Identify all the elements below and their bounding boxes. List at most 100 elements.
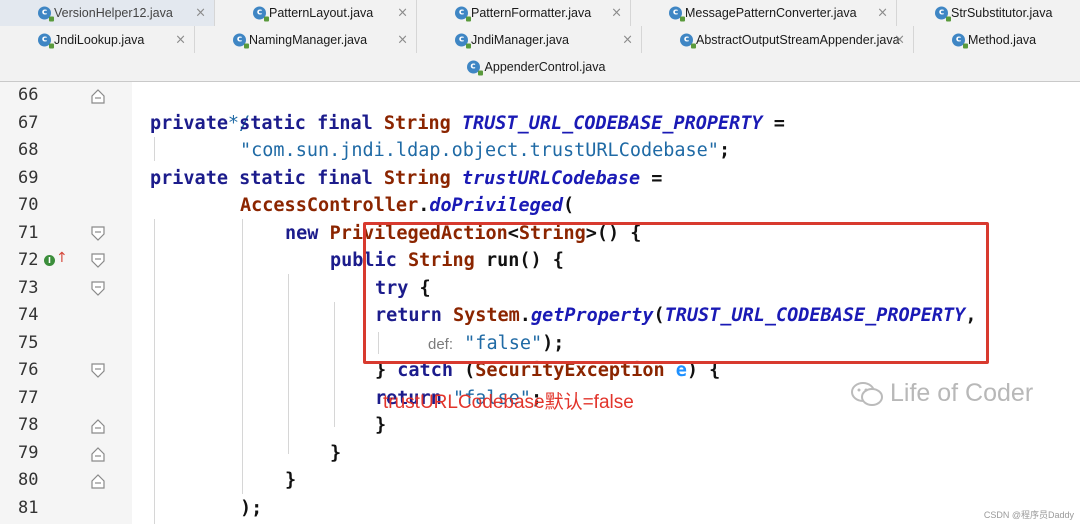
fold-collapse-icon[interactable] — [91, 363, 105, 379]
indent-guide — [154, 219, 155, 524]
gutter-line: 70 — [0, 192, 132, 220]
close-icon[interactable]: × — [397, 5, 408, 21]
tab-versionhelper12[interactable]: c VersionHelper12.java × — [0, 0, 215, 26]
tab-patternlayout[interactable]: c PatternLayout.java × — [215, 0, 417, 26]
punctuation: ); — [542, 332, 565, 354]
tab-appendercontrol[interactable]: c AppenderControl.java — [466, 53, 614, 81]
indent-guide — [242, 219, 243, 494]
line-number: 79 — [18, 442, 39, 463]
gutter-line: 75 — [0, 330, 132, 358]
editor-tab-row-3: c AppenderControl.java — [0, 53, 1080, 82]
tab-messagepatternconverter[interactable]: c MessagePatternConverter.java × — [631, 0, 897, 26]
method-signature: run() { — [485, 250, 564, 271]
fold-end-icon[interactable] — [91, 473, 105, 489]
close-icon[interactable]: × — [611, 5, 622, 21]
code-area[interactable]: */ private static final String TRUST_URL… — [132, 82, 1080, 524]
code-line-67: private static final String TRUST_URL_CO… — [150, 110, 785, 138]
keyword: return — [375, 305, 453, 326]
java-class-icon: c — [466, 60, 483, 76]
tab-method[interactable]: c Method.java — [914, 26, 1080, 53]
code-line-68: "com.sun.jndi.ldap.object.trustURLCodeba… — [240, 137, 730, 165]
java-class-icon: c — [935, 6, 951, 22]
tab-namingmanager[interactable]: c NamingManager.java × — [195, 26, 417, 53]
java-class-icon: c — [952, 33, 968, 48]
tab-label: PatternFormatter.java — [471, 6, 592, 20]
highlight-box — [363, 222, 989, 364]
brace: } — [375, 360, 398, 381]
operator: = — [762, 112, 785, 134]
close-icon[interactable]: × — [397, 32, 408, 47]
indent-guide — [154, 137, 155, 161]
implements-method-icon[interactable]: I — [44, 255, 55, 266]
tab-jndimanager[interactable]: c JndiManager.java × — [417, 26, 642, 53]
fold-collapse-icon[interactable] — [91, 225, 105, 242]
line-number: 81 — [18, 497, 39, 518]
line-number: 69 — [18, 167, 39, 188]
punctuation: , — [965, 305, 977, 326]
tab-abstractoutputstreamappender[interactable]: c AbstractOutputStreamAppender.java × — [642, 26, 914, 53]
indent-guide — [288, 274, 289, 454]
fold-collapse-icon[interactable] — [91, 280, 105, 297]
editor-tab-row-2: c JndiLookup.java × c NamingManager.java… — [0, 26, 1080, 54]
fold-end-icon[interactable] — [91, 88, 105, 104]
gutter-line: 71 — [0, 220, 132, 248]
fold-end-icon[interactable] — [91, 446, 105, 462]
parameter-hint: def: — [428, 335, 454, 353]
tab-strsubstitutor[interactable]: c StrSubstitutor.java — [897, 0, 1080, 26]
close-icon[interactable]: × — [195, 5, 206, 21]
watermark-text: Life of Coder — [890, 379, 1034, 407]
method-name: getProperty — [530, 305, 654, 326]
gutter-line: 76 — [0, 357, 132, 385]
code-line-80: } — [285, 467, 296, 495]
gutter-line: 67 — [0, 110, 132, 138]
line-number: 67 — [18, 112, 39, 133]
line-number: 66 — [18, 85, 39, 105]
tab-label: VersionHelper12.java — [54, 6, 173, 20]
keyword: private static final — [150, 112, 384, 134]
punctuation: >() { — [585, 222, 642, 244]
java-class-icon: c — [253, 6, 269, 22]
fold-end-icon[interactable] — [91, 418, 105, 434]
line-number: 73 — [18, 277, 39, 298]
punctuation: . — [519, 305, 531, 326]
brace: } — [375, 415, 387, 436]
close-icon[interactable]: × — [175, 32, 186, 47]
brace: } — [330, 442, 342, 464]
code-line-76: } catch (SecurityException e) { — [375, 357, 720, 385]
tab-label: JndiManager.java — [471, 32, 569, 47]
tab-label: AbstractOutputStreamAppender.java — [696, 32, 900, 47]
java-class-icon: c — [455, 33, 471, 48]
tab-patternformatter[interactable]: c PatternFormatter.java × — [417, 0, 631, 26]
line-number: 76 — [18, 360, 39, 380]
close-icon[interactable]: × — [877, 5, 888, 21]
tab-jndilookup[interactable]: c JndiLookup.java × — [0, 26, 195, 53]
punctuation: . — [418, 195, 430, 216]
punctuation: ( — [452, 360, 476, 381]
keyword: try — [375, 277, 409, 299]
java-class-icon: c — [669, 6, 685, 22]
comment-end: */ — [227, 112, 251, 134]
tab-label: JndiLookup.java — [54, 32, 145, 47]
punctuation: < — [507, 222, 519, 244]
indent-guide — [378, 332, 379, 354]
keyword: catch — [397, 360, 453, 381]
fold-collapse-icon[interactable] — [91, 253, 105, 269]
line-number: 75 — [18, 332, 39, 353]
punctuation: ; — [718, 140, 731, 161]
gutter-line: 79 — [0, 440, 132, 468]
credit-text: CSDN @程序员Daddy — [983, 510, 1074, 520]
constant: TRUST_URL_CODEBASE_PROPERTY — [664, 305, 966, 326]
string-literal: "com.sun.jndi.ldap.object.trustURLCodeba… — [240, 140, 719, 161]
punctuation: ( — [563, 195, 575, 216]
code-line-77: return "false"; — [375, 385, 542, 413]
go-to-super-arrow-icon[interactable]: ↑ — [56, 250, 68, 266]
gutter-line: 74 — [0, 302, 132, 330]
wechat-logo-icon — [851, 381, 883, 406]
close-icon[interactable]: × — [894, 32, 905, 47]
parameter: e — [664, 360, 687, 381]
tab-label: MessagePatternConverter.java — [685, 6, 857, 20]
gutter-line: 69 — [0, 165, 132, 193]
java-class-icon: c — [680, 33, 696, 48]
close-icon[interactable]: × — [622, 32, 633, 47]
